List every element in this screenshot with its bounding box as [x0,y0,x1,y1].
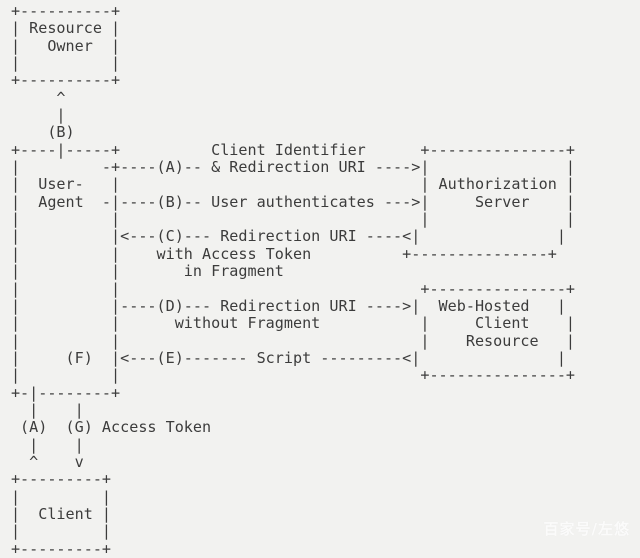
ascii-flow-diagram: +----------+ | Resource | | Owner | | | … [10,2,576,558]
